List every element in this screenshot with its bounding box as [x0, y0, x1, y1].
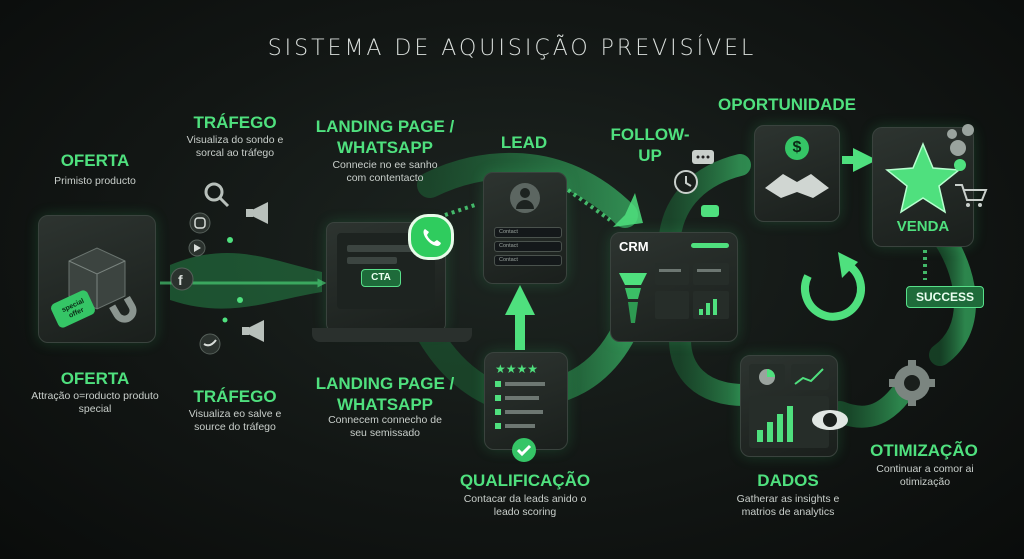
coins-icon [947, 124, 974, 171]
lead-field[interactable]: Contact [494, 255, 562, 266]
trafego-sub-bottom: Visualiza eo salve e source do tráfego [188, 408, 282, 433]
twitter-icon [199, 333, 221, 355]
arc-right-bottom [829, 384, 911, 428]
trafego-heading-top: TRÁFEGO [193, 113, 277, 132]
handshake-icon: $ [754, 125, 840, 222]
chat-icon [692, 150, 714, 164]
page-title: SISTEMA DE AQUISIÇÃO PREVISÍVEL [267, 36, 757, 61]
traffic-beam [170, 253, 322, 309]
landing-heading-top: LANDING PAGE / WHATSAPP [315, 117, 455, 157]
lead-card: Contact Contact Contact [483, 172, 567, 284]
venda-card: VENDA [872, 127, 974, 247]
instagram-icon [189, 212, 211, 234]
arc-lead-crm [417, 152, 638, 228]
line-chart-icon [791, 364, 829, 390]
landing-heading-bottom: LANDING PAGE / WHATSAPP [315, 374, 455, 414]
box-icon [51, 247, 126, 328]
checklist-icon: ★★★★ [484, 352, 568, 450]
oferta-sub-bottom: Attração o=roducto produto special [31, 390, 159, 415]
lead-field[interactable]: Contact [494, 241, 562, 252]
trafego-heading-bottom: TRÁFEGO [193, 387, 277, 406]
crm-card: CRM [610, 232, 738, 342]
qualificacao-heading: QUALIFICAÇÃO [459, 471, 591, 490]
svg-text:★★★★: ★★★★ [495, 362, 538, 376]
eye-icon [812, 410, 848, 430]
facebook-icon: f [170, 267, 194, 291]
dados-heading: DADOS [757, 471, 819, 490]
oportunidade-heading: OPORTUNIDADE [718, 95, 856, 114]
success-badge: SUCCESS [906, 286, 984, 308]
star-icon [885, 142, 961, 214]
followup-heading: FOLLOW-UP [610, 125, 690, 165]
pie-chart-icon [749, 364, 785, 390]
venda-heading: VENDA [896, 218, 950, 235]
oferta-heading-bottom: OFERTA [60, 369, 130, 388]
dollar-icon: $ [785, 136, 809, 160]
funnel-icon [619, 263, 729, 323]
cta-button[interactable]: CTA [361, 269, 401, 287]
megaphone-icon [242, 320, 264, 342]
svg-text:f: f [178, 272, 183, 288]
dados-card [740, 355, 838, 457]
cart-icon [955, 184, 988, 207]
check-icon [512, 438, 536, 462]
bar-chart-icon [749, 396, 829, 448]
qualificacao-sub: Contacar da leads anido o leado scoring [463, 493, 587, 518]
magnet-icon [109, 295, 137, 323]
user-icon [510, 183, 540, 213]
otimizacao-sub: Continuar a comor ai otimização [876, 463, 974, 488]
whatsapp-icon [408, 214, 454, 260]
arrow-lead-crm [566, 188, 612, 222]
landing-sub-bottom: Connecem connecho de seu semissado [328, 414, 442, 439]
trafego-sub-top: Visualiza do sondo e sorcal ao tráfego [186, 134, 284, 159]
landing-sub-top: Connecie no ee sanho com contentacto [332, 159, 438, 184]
lead-field[interactable]: Contact [494, 227, 562, 238]
youtube-icon [188, 239, 206, 257]
dados-sub: Gatherar as insights e matrios de analyt… [736, 493, 840, 518]
oferta-sub-top: Primisto producto [54, 175, 136, 187]
crm-label: CRM [619, 239, 649, 254]
clock-icon [674, 170, 698, 194]
oferta-card: special offer [38, 215, 156, 343]
chat-icon [701, 205, 719, 217]
search-icon [204, 182, 230, 208]
refresh-icon [800, 252, 865, 321]
arc-dados-crm [669, 329, 756, 406]
otimizacao-heading: OTIMIZAÇÃO [870, 441, 978, 460]
arrow-landing-lead [444, 203, 476, 217]
oferta-heading-top: OFERTA [60, 151, 130, 170]
megaphone-icon [246, 202, 268, 224]
laptop-base [312, 328, 472, 342]
lead-heading: LEAD [500, 133, 548, 152]
